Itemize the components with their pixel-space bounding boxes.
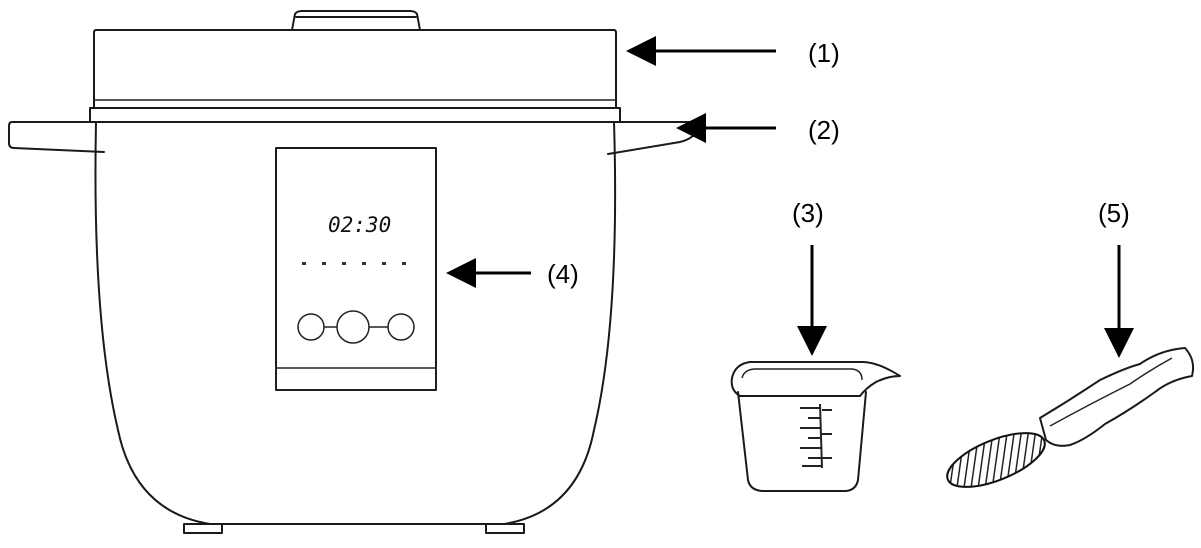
control-panel: 02:30: [275, 147, 437, 391]
left-button: [297, 313, 325, 341]
lid-knob: [291, 10, 421, 31]
cup-rim: [730, 361, 901, 397]
right-button: [387, 313, 415, 341]
cooker-body: [94, 121, 617, 525]
cup-scale: [800, 403, 832, 469]
label-3: (3): [792, 198, 824, 228]
left-foot: [183, 523, 223, 534]
center-button: [336, 310, 370, 344]
left-handle: [8, 121, 105, 153]
rim: [89, 107, 621, 123]
rice-cooker: 02:30: [8, 10, 699, 534]
measuring-cup: [730, 361, 901, 492]
callout-arrows: [446, 36, 1134, 358]
label-5: (5): [1098, 198, 1130, 228]
cup-inner-rim: [741, 368, 863, 381]
cup-body: [737, 391, 867, 492]
display-time: 02:30: [328, 213, 391, 237]
indicator-dots: [302, 262, 406, 265]
label-4: (4): [547, 259, 579, 289]
right-foot: [485, 523, 525, 534]
label-1: (1): [808, 38, 840, 68]
paddle-grip-line: [1049, 357, 1173, 427]
rice-paddle: [946, 347, 1195, 488]
paddle-head: [946, 432, 1046, 488]
paddle-handle: [1039, 347, 1195, 447]
lid: [93, 29, 617, 109]
label-2: (2): [808, 115, 840, 145]
